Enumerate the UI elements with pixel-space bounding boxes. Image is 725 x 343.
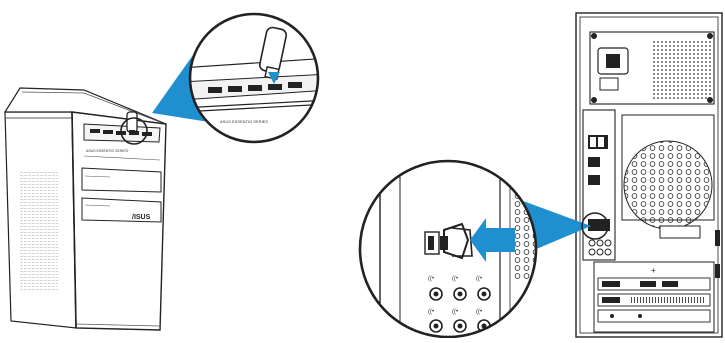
svg-text:((•: ((•	[476, 276, 482, 282]
svg-text:+: +	[651, 266, 656, 275]
svg-text:((•: ((•	[452, 276, 458, 282]
zoom-panel-label: ASUS ESSENTIO SERIES	[220, 119, 268, 124]
front-panel-label: ASUS ESSENTIO SERIES	[86, 149, 129, 153]
usb-drive-icon	[127, 112, 137, 135]
svg-text:((•: ((•	[428, 309, 434, 315]
front-zoom-detail: ASUS ESSENTIO SERIES	[180, 14, 330, 142]
brand-logo: /ISUS	[132, 214, 151, 221]
svg-text:((•: ((•	[452, 309, 458, 315]
rear-zoom-detail: ((• ((• ((• ((• ((• ((•	[360, 160, 542, 338]
rear-tower-illustration: +	[576, 13, 722, 337]
front-tower-illustration: ASUS ESSENTIO SERIES /ISUS	[5, 88, 166, 330]
svg-text:((•: ((•	[476, 309, 482, 315]
svg-text:((•: ((•	[428, 276, 434, 282]
